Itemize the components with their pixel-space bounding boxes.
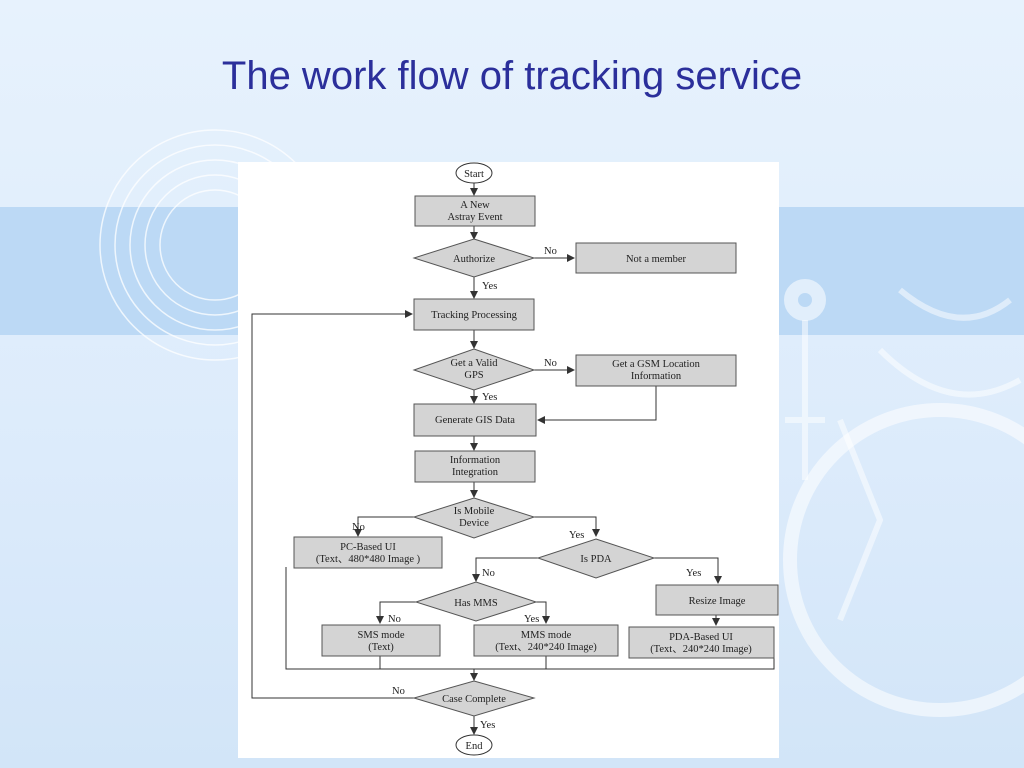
- label-mobile-no: No: [352, 522, 365, 533]
- node-is-mobile-line1: Is Mobile: [454, 506, 495, 517]
- node-generate-gis: Generate GIS Data: [413, 403, 537, 437]
- node-mms-mode-line2: (Text、240*240 Image): [495, 642, 597, 653]
- node-gsm-location-line1: Get a GSM Location: [612, 359, 701, 370]
- edge-gsm-gis: [537, 386, 657, 424]
- node-resize-image: Resize Image: [655, 584, 779, 616]
- edge-mms-no: [376, 601, 416, 624]
- node-astray-event-line2: Astray Event: [447, 212, 502, 223]
- node-valid-gps: Get a Valid GPS: [412, 348, 536, 391]
- node-start: Start: [455, 162, 493, 184]
- edge-ui-merge: [285, 567, 775, 670]
- edge-complete-no: [251, 310, 414, 699]
- node-mms-mode-line1: MMS mode: [521, 630, 572, 641]
- node-tracking-processing-label: Tracking Processing: [431, 310, 517, 321]
- node-info-integration-line2: Integration: [452, 467, 499, 478]
- label-authorize-yes: Yes: [482, 281, 497, 292]
- node-is-mobile-line2: Device: [459, 518, 489, 529]
- node-is-pda: Is PDA: [536, 538, 656, 579]
- node-sms-mode: SMS mode (Text): [321, 624, 441, 657]
- node-case-complete: Case Complete: [412, 680, 536, 717]
- node-gsm-location: Get a GSM Location Information: [575, 354, 737, 387]
- node-start-label: Start: [464, 169, 484, 180]
- edge-mobile-no: [354, 516, 414, 537]
- node-pc-ui-line2: (Text、480*480 Image ): [316, 554, 421, 565]
- node-astray-event-line1: A New: [460, 200, 490, 211]
- label-complete-no: No: [392, 686, 405, 697]
- node-authorize: Authorize: [412, 238, 536, 278]
- node-pc-ui: PC-Based UI (Text、480*480 Image ): [293, 536, 443, 569]
- node-astray-event: A New Astray Event: [414, 195, 536, 227]
- edge-labels: No Yes No Yes No Yes No Yes No Yes No Ye…: [352, 246, 701, 731]
- edge-mobile-yes: [534, 516, 600, 537]
- node-generate-gis-label: Generate GIS Data: [435, 415, 515, 426]
- node-resize-image-label: Resize Image: [689, 596, 746, 607]
- node-is-mobile: Is Mobile Device: [412, 497, 536, 539]
- slide-title: The work flow of tracking service: [221, 54, 803, 98]
- tracking-workflow-flowchart: Start A New Astray Event Authorize Not a…: [251, 162, 779, 756]
- label-authorize-no: No: [544, 246, 557, 257]
- node-authorize-label: Authorize: [453, 254, 495, 265]
- label-mobile-yes: Yes: [569, 530, 584, 541]
- node-valid-gps-line1: Get a Valid: [450, 358, 498, 369]
- node-tracking-processing: Tracking Processing: [413, 298, 535, 331]
- node-pda-ui: PDA-Based UI (Text、240*240 Image): [628, 626, 775, 659]
- node-pc-ui-line1: PC-Based UI: [340, 542, 396, 553]
- node-not-member-label: Not a member: [626, 254, 687, 265]
- label-gps-yes: Yes: [482, 392, 497, 403]
- label-gps-no: No: [544, 358, 557, 369]
- label-pda-yes: Yes: [686, 568, 701, 579]
- node-pda-ui-line2: (Text、240*240 Image): [650, 644, 752, 655]
- node-case-complete-label: Case Complete: [442, 694, 506, 705]
- node-info-integration-line1: Information: [450, 455, 501, 466]
- node-valid-gps-line2: GPS: [464, 370, 483, 381]
- node-pda-ui-line1: PDA-Based UI: [669, 632, 733, 643]
- edge-mms-yes: [536, 601, 550, 624]
- node-gsm-location-line2: Information: [631, 371, 682, 382]
- edge-pda-no: [472, 557, 538, 582]
- node-sms-mode-line2: (Text): [368, 642, 394, 653]
- node-not-member: Not a member: [575, 242, 737, 274]
- label-mms-yes: Yes: [524, 614, 539, 625]
- node-has-mms: Has MMS: [414, 581, 538, 622]
- edge-pda-yes: [654, 557, 722, 584]
- node-end: End: [455, 734, 493, 756]
- node-mms-mode: MMS mode (Text、240*240 Image): [473, 624, 619, 657]
- label-mms-no: No: [388, 614, 401, 625]
- node-info-integration: Information Integration: [414, 450, 536, 483]
- label-pda-no: No: [482, 568, 495, 579]
- node-end-label: End: [466, 741, 484, 752]
- node-sms-mode-line1: SMS mode: [358, 630, 405, 641]
- label-complete-yes: Yes: [480, 720, 495, 731]
- node-is-pda-label: Is PDA: [580, 554, 612, 565]
- node-has-mms-label: Has MMS: [454, 598, 498, 609]
